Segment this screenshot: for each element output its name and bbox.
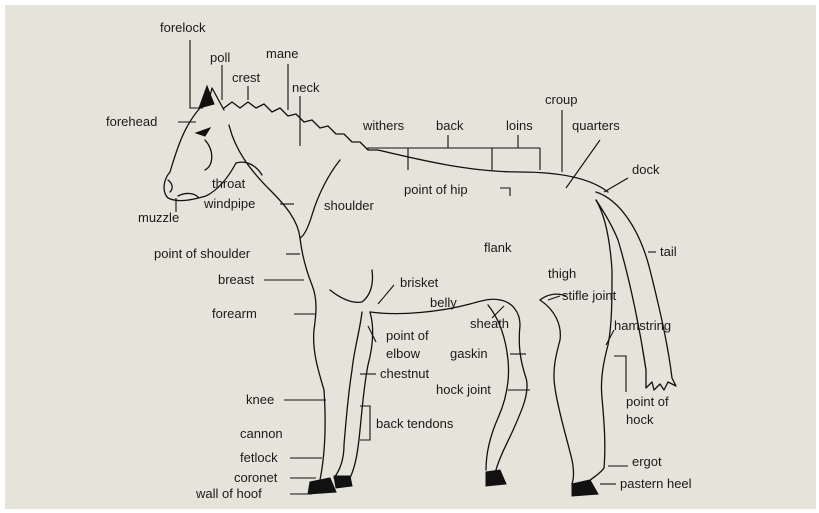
label-thigh: thigh [548,266,576,281]
mane-line [224,102,378,150]
label-forehead: forehead [106,114,157,129]
label-throat: throat [212,176,246,191]
label-coronet: coronet [234,470,278,485]
cheek-line [205,140,212,170]
leader-point-of-hock [614,356,626,392]
nostril [168,180,172,192]
label-croup: croup [545,92,578,107]
leader-stifle [548,296,560,300]
leader-quarters [566,140,600,188]
label-withers: withers [362,118,405,133]
label-tail: tail [660,244,677,259]
leader-dock [604,178,628,192]
leader-brisket [378,285,394,304]
hind-leg-rear [588,345,608,482]
hind-hoof-near [572,480,598,496]
front-hoof-far [334,476,352,488]
label-hock-joint: hock joint [436,382,491,397]
leader-forelock [190,40,203,108]
label-wall-of-hoof: wall of hoof [195,486,262,501]
label-back: back [436,118,464,133]
label-ergot: ergot [632,454,662,469]
label-poll: poll [210,50,230,65]
label-dock: dock [632,162,660,177]
far-foreleg [350,312,373,478]
label-muzzle: muzzle [138,210,179,225]
label-point-of-elbow-line2: elbow [386,346,421,361]
foreleg-back [334,312,362,478]
label-windpipe: windpipe [203,196,255,211]
label-knee: knee [246,392,274,407]
leader-point-of-hip [500,188,510,196]
label-quarters: quarters [572,118,620,133]
hind-leg-front [540,300,574,484]
label-back-tendons: back tendons [376,416,454,431]
label-hamstring: hamstring [614,318,671,333]
label-loins: loins [506,118,533,133]
label-sheath: sheath [470,316,509,331]
elbow-line [330,270,373,302]
label-mane: mane [266,46,299,61]
label-neck: neck [292,80,320,95]
label-pastern-heel: pastern heel [620,476,692,491]
mouth [178,193,198,197]
label-forearm: forearm [212,306,257,321]
label-forelock: forelock [160,20,206,35]
label-point-of-shoulder: point of shoulder [154,246,251,261]
label-stifle-joint: stifle joint [562,288,617,303]
front-hoof-near [308,478,336,494]
label-cannon: cannon [240,426,283,441]
label-crest: crest [232,70,261,85]
label-gaskin: gaskin [450,346,488,361]
hind-hoof-far [486,470,506,486]
label-flank: flank [484,240,512,255]
diagram-panel: forelock poll crest mane neck forehead w… [5,5,816,509]
horse-anatomy-diagram: forelock poll crest mane neck forehead w… [5,5,816,509]
label-shoulder: shoulder [324,198,375,213]
label-belly: belly [430,295,457,310]
label-point-of-hock-line1: point of [626,394,669,409]
eye [196,128,210,136]
label-point-of-hip: point of hip [404,182,468,197]
label-fetlock: fetlock [240,450,278,465]
label-point-of-elbow-line1: point of [386,328,429,343]
chest-line [300,238,325,480]
label-breast: breast [218,272,255,287]
label-brisket: brisket [400,275,439,290]
label-chestnut: chestnut [380,366,430,381]
jaw-line [236,162,262,175]
label-point-of-hock-line2: hock [626,412,654,427]
